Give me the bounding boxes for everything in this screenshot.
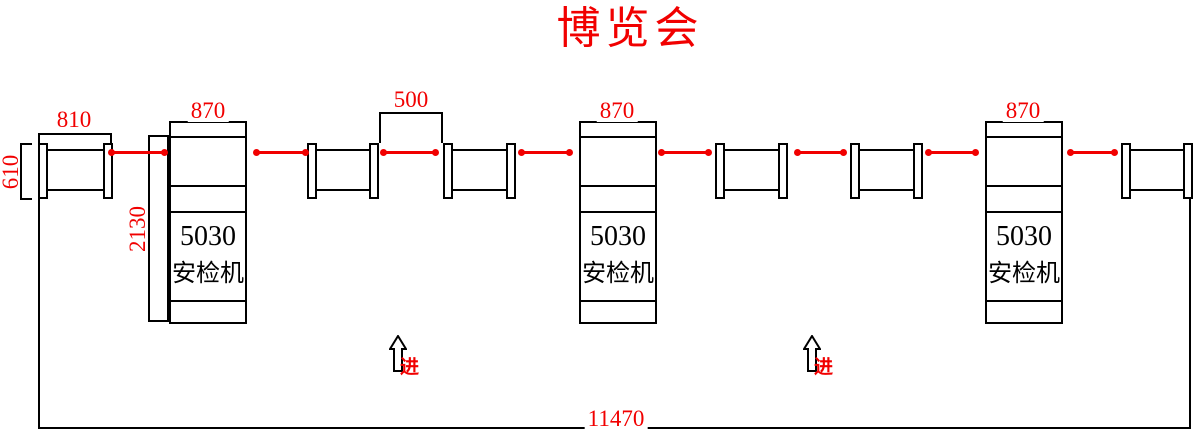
dim-label-870: 870 <box>596 99 638 122</box>
flow-line <box>658 149 712 156</box>
dim-bracket-870-3 <box>985 121 1063 136</box>
dim-bracket-500 <box>379 112 443 143</box>
barrier-body <box>856 149 917 191</box>
barrier-body <box>44 149 107 191</box>
scanner-divider-line <box>171 300 245 302</box>
scanner-divider-line <box>581 185 655 187</box>
page-title: 博览会 <box>556 4 704 53</box>
dim-label-2130: 2130 <box>125 206 150 252</box>
scanner-divider-line <box>987 185 1061 187</box>
scanner-divider-line <box>987 300 1061 302</box>
scanner-1: 5030 安检机 <box>169 136 247 324</box>
scanner-divider-line <box>171 211 245 213</box>
barrier-body <box>449 149 510 191</box>
scanner-divider-line <box>171 185 245 187</box>
scanner-type-label: 安检机 <box>172 261 244 287</box>
scanner-1-side-panel <box>148 135 169 322</box>
scanner-model-label: 5030 <box>996 221 1052 252</box>
barrier-end-post <box>778 143 788 199</box>
scanner-type-label: 安检机 <box>988 261 1060 287</box>
scanner-divider-line <box>581 300 655 302</box>
dim-label-810: 810 <box>53 108 95 131</box>
barrier-end-post <box>103 143 113 199</box>
barrier-end-post <box>38 143 48 199</box>
flow-line <box>380 149 439 156</box>
entry-arrow-icon <box>389 335 407 372</box>
flow-line <box>794 149 847 156</box>
barrier-body <box>313 149 373 191</box>
barrier-end-post <box>1121 143 1131 199</box>
dim-bracket-870-2 <box>579 121 657 136</box>
dim-label-500: 500 <box>390 88 432 111</box>
barrier-end-post <box>443 143 453 199</box>
boundary-line-left <box>38 197 40 429</box>
entry-arrow-icon <box>803 335 821 372</box>
boundary-line-right <box>1189 197 1191 429</box>
flow-line <box>108 149 168 156</box>
flow-line <box>518 149 573 156</box>
scanner-3: 5030 安检机 <box>985 136 1063 324</box>
dim-label-870: 870 <box>1002 99 1044 122</box>
flow-line <box>1067 149 1118 156</box>
barrier-end-post <box>506 143 516 199</box>
dim-bracket-810 <box>38 133 112 144</box>
dim-bracket-610 <box>20 143 32 200</box>
entry-label: 进 <box>814 357 834 378</box>
entry-label: 进 <box>400 357 420 378</box>
scanner-divider-line <box>581 211 655 213</box>
barrier-body <box>1127 149 1187 191</box>
scanner-2: 5030 安检机 <box>579 136 657 324</box>
dim-bracket-870-1 <box>169 121 247 136</box>
barrier-end-post <box>913 143 923 199</box>
barrier-end-post <box>850 143 860 199</box>
flow-line <box>925 149 979 156</box>
flow-line <box>253 149 309 156</box>
scanner-divider-line <box>987 211 1061 213</box>
barrier-end-post <box>1183 143 1193 199</box>
barrier-end-post <box>715 143 725 199</box>
barrier-end-post <box>307 143 317 199</box>
scanner-type-label: 安检机 <box>582 261 654 287</box>
dim-label-870: 870 <box>187 99 229 122</box>
scanner-model-label: 5030 <box>180 221 236 252</box>
barrier-end-post <box>369 143 379 199</box>
dim-label-11470: 11470 <box>584 407 648 430</box>
scanner-model-label: 5030 <box>590 221 646 252</box>
barrier-body <box>721 149 782 191</box>
dim-label-610: 610 <box>0 154 23 190</box>
